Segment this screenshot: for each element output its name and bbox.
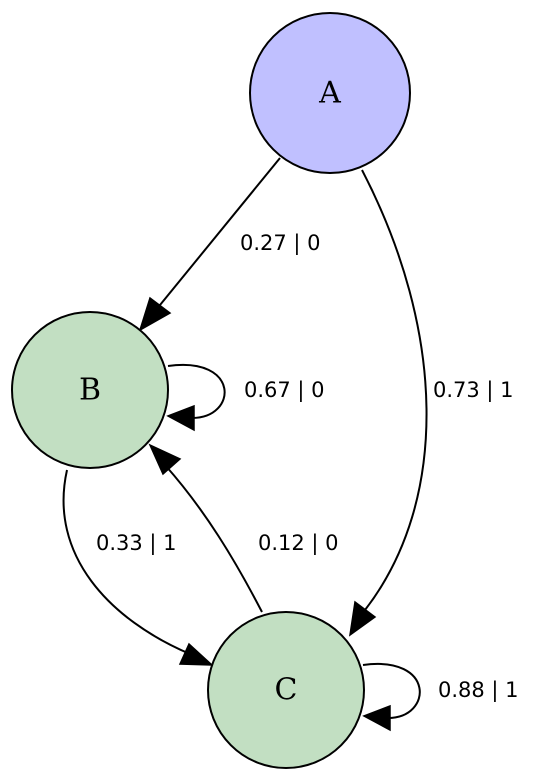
node-c-circle [207, 611, 365, 769]
edge-b-to-c-line [62, 469, 191, 655]
edge-b-to-b-loop [167, 363, 226, 419]
node-c-label: C [275, 673, 298, 708]
edge-a-to-c-label: 0.73 | 1 [433, 378, 514, 403]
edge-b-to-c-label: 0.33 | 1 [96, 531, 177, 556]
edge-a-to-b-arrowhead [138, 296, 172, 332]
edge-c-to-c: 0.88 | 1 [362, 662, 519, 732]
edge-c-to-c-label: 0.88 | 1 [438, 678, 519, 703]
edge-a-to-c-arrowhead [348, 600, 377, 637]
edge-c-to-c-loop [362, 662, 421, 719]
node-b-label: B [79, 373, 101, 408]
edge-b-to-b-arrowhead [166, 404, 195, 432]
node-c: C [207, 611, 365, 769]
edge-c-to-b: 0.12 | 0 [148, 443, 339, 613]
edge-a-to-c: 0.73 | 1 [348, 169, 514, 637]
edge-a-to-b: 0.27 | 0 [138, 157, 321, 332]
node-b: B [11, 311, 169, 469]
edge-b-to-b-label: 0.67 | 0 [244, 378, 325, 403]
edge-b-to-c: 0.33 | 1 [62, 469, 215, 666]
edge-b-to-b: 0.67 | 0 [166, 363, 325, 432]
node-b-circle [11, 311, 169, 469]
edge-c-to-c-arrowhead [362, 704, 391, 732]
edge-a-to-c-line [361, 169, 428, 611]
edge-a-to-b-label: 0.27 | 0 [240, 231, 321, 256]
edge-c-to-b-line [164, 464, 263, 613]
edge-a-to-b-line [159, 157, 281, 306]
node-a-circle [249, 12, 411, 174]
edge-b-to-c-arrowhead [178, 642, 215, 666]
node-a: A [249, 12, 411, 174]
edge-c-to-b-label: 0.12 | 0 [258, 531, 339, 556]
edge-c-to-b-arrowhead [148, 443, 182, 476]
node-a-label: A [318, 76, 341, 111]
